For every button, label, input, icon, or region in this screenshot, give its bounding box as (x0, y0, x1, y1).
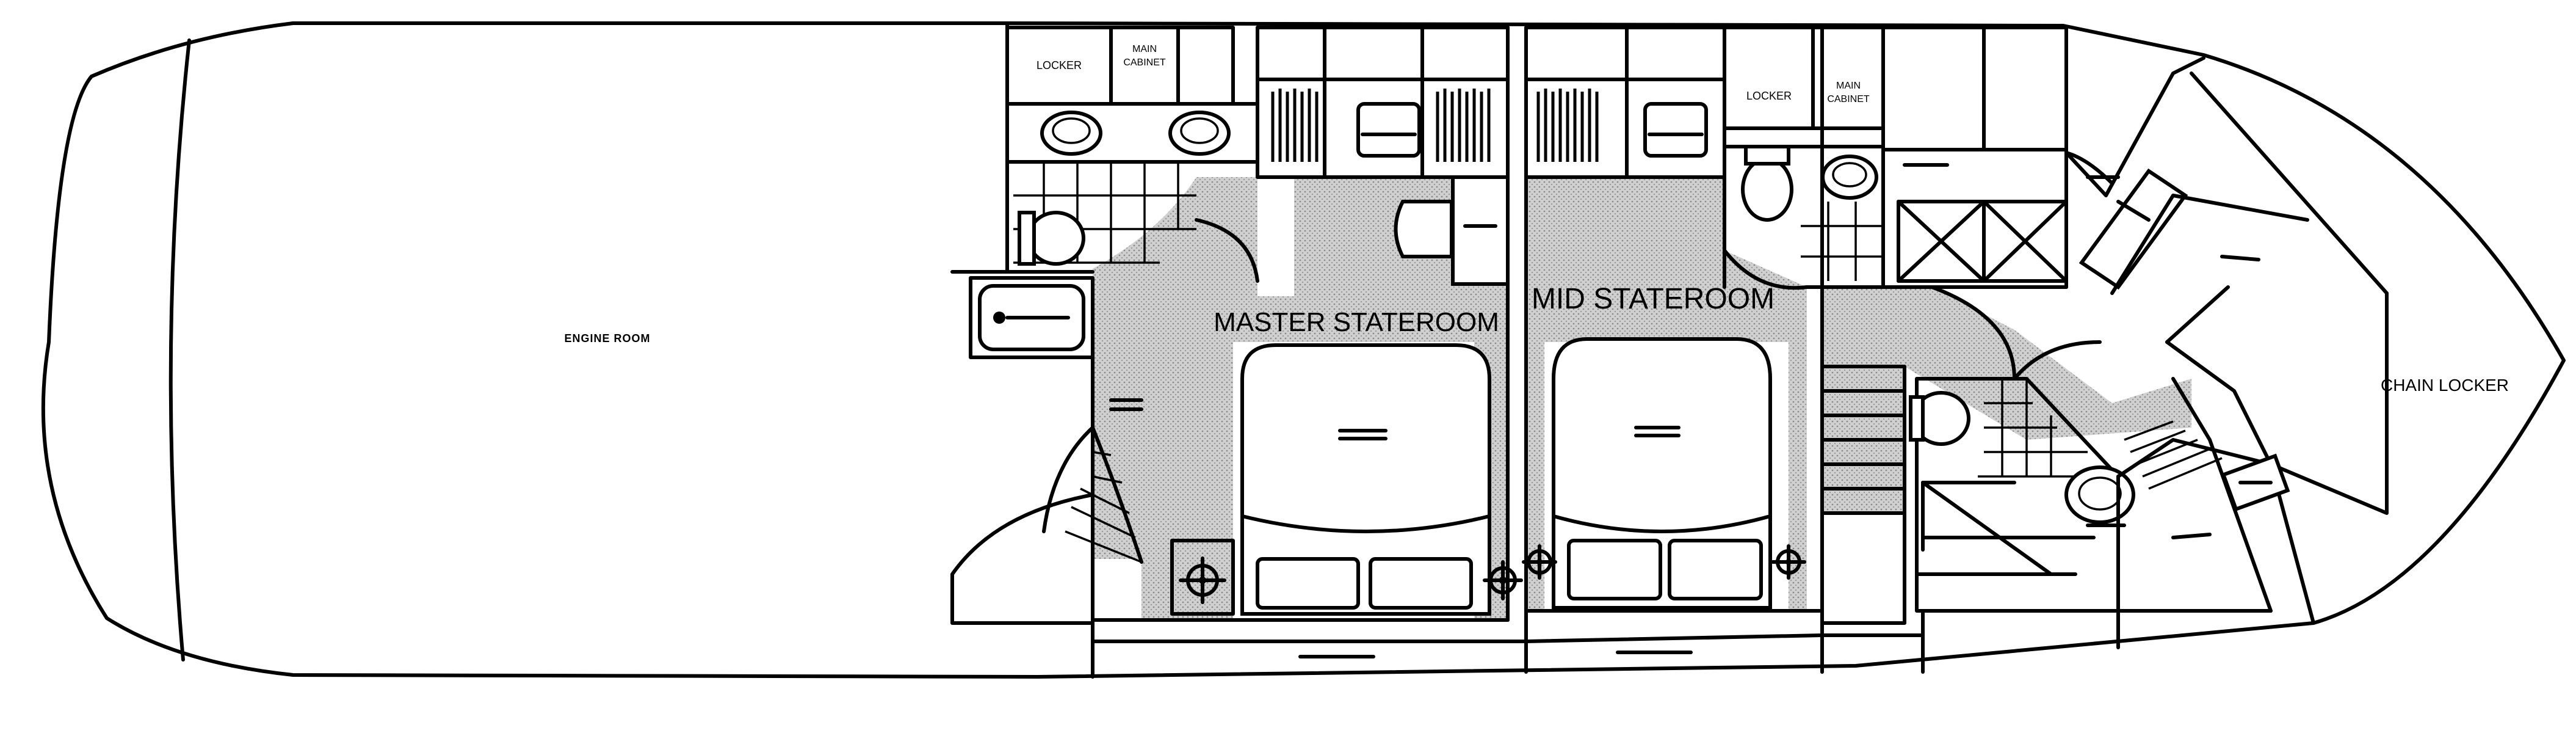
mid-drawer (1643, 102, 1708, 158)
engine-room-aft-line (168, 38, 191, 662)
mid-pillow-2 (1668, 539, 1763, 600)
chain-locker-label: CHAIN LOCKER (2381, 376, 2509, 395)
fwd-main-cabinet-label-2: CABINET (1827, 94, 1870, 104)
lower-deck-strip (1091, 618, 1925, 679)
aft-sink-2 (1168, 111, 1231, 156)
forward-small-head (1909, 377, 2135, 674)
forward-hall-area (1822, 287, 2191, 513)
aft-main-cabinet-label-1: MAIN (1132, 44, 1157, 54)
master-bed (1240, 343, 1491, 616)
bow-cabin (2064, 26, 2389, 649)
fwd-locker-label: LOCKER (1746, 90, 1792, 102)
fwd-toilet (1741, 157, 1793, 222)
master-vanity (1451, 175, 1510, 286)
forward-storage (1881, 26, 2102, 381)
forward-head: LOCKER MAIN CABINET (1723, 26, 1934, 290)
aft-sink-1 (1040, 111, 1102, 156)
mid-stateroom-label: MID STATEROOM (1532, 283, 1775, 315)
bow-berth-lower (2116, 438, 2315, 625)
bow-berth-upper (2079, 168, 2188, 290)
master-stateroom: MASTER STATEROOM (1091, 26, 1523, 622)
mid-pillow-1 (1567, 539, 1662, 600)
master-stool (1394, 200, 1453, 258)
fwd-sink (1821, 155, 1878, 200)
hull-outline (41, 21, 2566, 679)
mid-stateroom: MID STATEROOM (1522, 26, 1824, 674)
aft-toilet (1027, 211, 1085, 266)
engine-room-label: ENGINE ROOM (564, 332, 650, 345)
master-pillow-1 (1256, 557, 1360, 610)
master-pillow-2 (1369, 557, 1473, 610)
forward-stairs (1820, 365, 1906, 674)
small-head-sink (2064, 465, 2135, 524)
bathtub (969, 276, 1094, 359)
aft-spiral-stairs (950, 356, 1143, 625)
aft-locker-label: LOCKER (1037, 59, 1082, 71)
master-floor-area (1093, 177, 1508, 620)
aft-main-cabinet-label-2: CABINET (1123, 57, 1166, 68)
master-stateroom-label: MASTER STATEROOM (1214, 307, 1499, 337)
fwd-main-cabinet-label-1: MAIN (1836, 81, 1861, 91)
master-drawer (1356, 102, 1421, 158)
mid-floor-area (1526, 177, 1807, 611)
master-nightstand-left (1170, 539, 1235, 616)
